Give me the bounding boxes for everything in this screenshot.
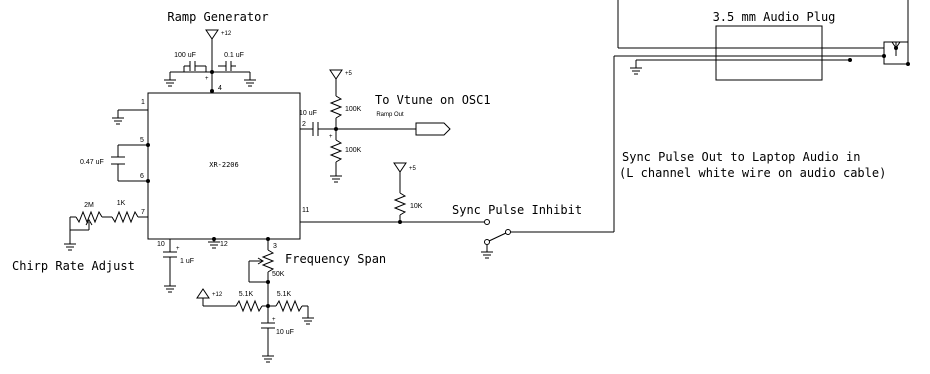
cap-100uf-label: 100 uF [174, 52, 196, 59]
cap-10uf-bottom-label: 10 uF [276, 329, 294, 336]
pin-4: 4 [218, 85, 222, 92]
pin-6: 6 [140, 173, 144, 180]
supply-bottom-label: +12 [212, 292, 223, 298]
supply-top-label: +12 [221, 31, 232, 37]
resistor-51k-b-icon [275, 299, 303, 313]
resistor-1k-icon [111, 210, 139, 224]
ramp-out-connector [415, 122, 451, 136]
audio-plug-label: 3.5 mm Audio Plug [713, 10, 836, 24]
pin-12: 12 [220, 241, 228, 248]
cap-1uf-plus: + [176, 246, 180, 252]
pin-10: 10 [157, 241, 165, 248]
supply-sync-label: +5 [409, 166, 417, 172]
pin-7: 7 [141, 209, 145, 216]
supply-vtune-icon [329, 69, 343, 80]
cap-10uf-top-label: 10 uF [299, 110, 317, 117]
resistor-51k-a-icon [235, 299, 263, 313]
resistor-10k-label: 10K [410, 203, 423, 210]
cap-047uf-label: 0.47 uF [80, 159, 104, 166]
supply-bottom-icon [196, 288, 210, 299]
supply-top-icon [205, 29, 219, 40]
to-vtune-label: To Vtune on OSC1 [375, 93, 491, 107]
supply-sync-icon [393, 162, 407, 173]
cap-01uf-label: 0.1 uF [224, 52, 244, 59]
resistor-100k-bottom-label: 100K [345, 147, 362, 154]
pot-50k-label: 50K [272, 271, 285, 278]
resistor-10k-icon [393, 192, 407, 216]
pot-2m-icon [75, 210, 103, 224]
pin-1: 1 [141, 99, 145, 106]
frequency-span-label: Frequency Span [285, 252, 386, 266]
sync-inhibit-switch[interactable] [484, 219, 490, 225]
sync-inhibit-label: Sync Pulse Inhibit [452, 203, 582, 217]
pot-50k-icon [261, 249, 275, 273]
resistor-1k-label: 1K [117, 200, 126, 207]
chirp-rate-label: Chirp Rate Adjust [12, 259, 135, 273]
xr2206-chip [147, 92, 301, 240]
cap-100uf-plus: + [205, 76, 209, 82]
pot-2m-label: 2M [84, 202, 94, 209]
audio-plug [715, 25, 823, 81]
resistor-100k-top-icon [329, 95, 343, 119]
ramp-out-label: Ramp Out [376, 112, 404, 118]
ramp-generator-title: Ramp Generator [167, 10, 268, 24]
resistor-51k-a-label: 5.1K [239, 291, 254, 298]
pin-5: 5 [140, 137, 144, 144]
resistor-51k-b-label: 5.1K [277, 291, 292, 298]
cap-10uf-top-plus: + [329, 134, 333, 140]
sync-out-label-line1: Sync Pulse Out to Laptop Audio in [622, 150, 860, 164]
resistor-100k-top-label: 100K [345, 106, 362, 113]
chip-label: XR-2206 [209, 161, 239, 169]
pin-11: 11 [302, 207, 309, 214]
pin-2: 2 [302, 121, 306, 128]
pin-3: 3 [273, 243, 277, 250]
cap-10uf-bottom-plus: + [272, 317, 276, 323]
cap-1uf-label: 1 uF [180, 258, 194, 265]
sync-out-label-line2: (L channel white wire on audio cable) [619, 166, 886, 180]
resistor-100k-bottom-icon [329, 139, 343, 163]
supply-vtune-label: +5 [345, 71, 353, 77]
